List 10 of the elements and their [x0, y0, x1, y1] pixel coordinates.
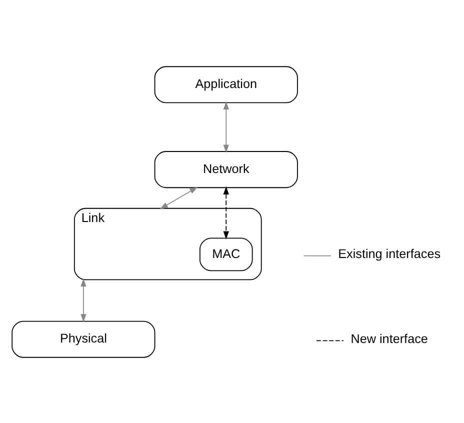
arrow	[223, 186, 229, 239]
node-box: Network	[154, 150, 298, 188]
node-box: MAC	[199, 237, 253, 271]
arrow	[80, 278, 86, 322]
legend-label: New interface	[350, 332, 428, 346]
node-box: Physical	[12, 320, 156, 358]
node-box: Application	[154, 66, 298, 103]
arrow	[223, 100, 229, 152]
legend-label: Existing interfaces	[338, 246, 441, 261]
arrow	[160, 186, 198, 209]
